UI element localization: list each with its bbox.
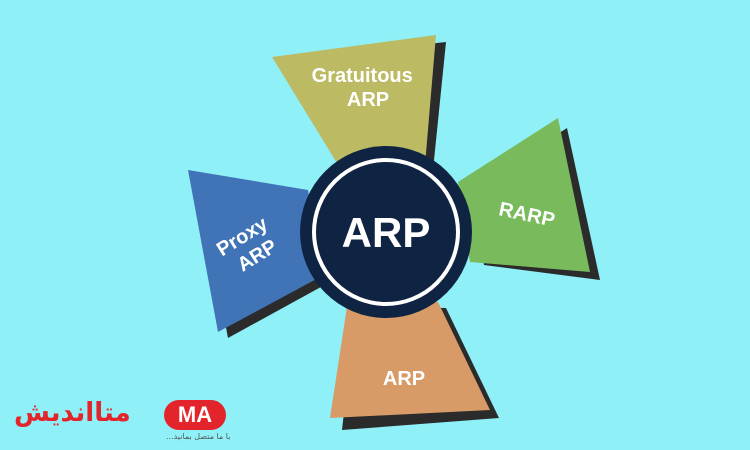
petal-rarp-fill [458, 118, 590, 272]
petal-arp-label: ARP [383, 368, 425, 390]
petal-gratuitous-arp-line-2: ARP [347, 89, 389, 111]
center-hub-label: ARP [342, 209, 431, 256]
logo-tagline: با ما متصل بمانید... [166, 432, 231, 441]
petal-gratuitous-arp-fill [272, 35, 436, 168]
petal-gratuitous-arp: Gratuitous ARP [272, 35, 446, 172]
petal-gratuitous-arp-label: Gratuitous ARP [312, 65, 419, 111]
center-hub-ring [312, 158, 460, 306]
petal-arp-fill [330, 300, 490, 418]
logo-wordmark: متااندیش [14, 398, 131, 428]
petal-arp: ARP [330, 300, 499, 430]
petal-proxy-arp: Proxy ARP [188, 170, 330, 338]
brand-logo: متااندیش MA با ما متصل بمانید... [14, 398, 230, 441]
petal-gratuitous-arp-line-1: Gratuitous [312, 65, 413, 87]
petal-arp-line-1: ARP [383, 368, 425, 390]
center-hub: ARP [300, 146, 472, 318]
petal-proxy-arp-fill [188, 170, 322, 332]
logo-badge: MA [164, 400, 226, 430]
center-hub-outer [300, 146, 472, 318]
petal-rarp: RARP [458, 118, 600, 280]
